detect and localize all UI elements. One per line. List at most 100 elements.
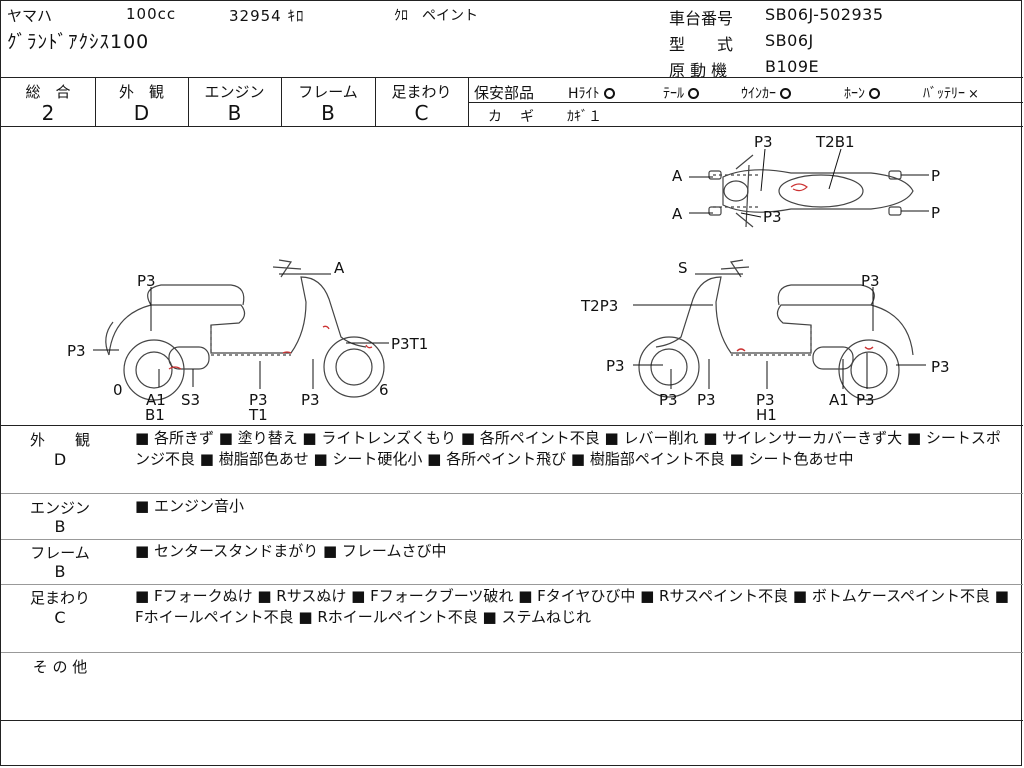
left-view-rear-wheel: [123, 339, 185, 401]
safety-label: 保安部品: [474, 84, 535, 102]
diagram-label: S: [678, 259, 688, 277]
type-label: 型 式: [669, 35, 734, 54]
diagram-label: 0: [113, 381, 123, 399]
type: SB06J: [765, 31, 814, 50]
top-view-body: [722, 169, 914, 213]
diagram-label: A1: [829, 391, 849, 409]
right-view-front-wheel: [638, 336, 700, 398]
top-view-seat: [778, 174, 864, 208]
safety-horn: ﾎｰﾝ: [844, 83, 880, 103]
suspension-section-label: 足まわり: [29, 589, 90, 607]
model-name: ｸﾞﾗﾝﾄﾞｱｸｼｽ100: [7, 31, 150, 53]
top-view-mirror-left: [708, 170, 722, 180]
diagram-label: T2B1: [816, 133, 855, 151]
top-view-mirror-right: [708, 206, 722, 216]
overall-label: 総 合: [25, 83, 71, 101]
left-view-muffler: [168, 346, 210, 370]
key-value: ｶｷﾞ１: [567, 109, 602, 125]
safety-battery: ﾊﾞｯﾃﾘｰ×: [923, 86, 979, 102]
top-view-scooter: [708, 154, 914, 228]
diagram-label: H1: [756, 406, 777, 424]
diagram-label: P3: [856, 391, 875, 409]
frame-grade-label: フレーム: [298, 83, 358, 101]
diagram-label: A: [672, 205, 683, 223]
diagram-label: A: [672, 167, 683, 185]
left-view-front-wheel: [323, 336, 385, 398]
left-view-handlebar: [272, 259, 302, 278]
right-view-rear-wheel: [838, 339, 900, 401]
overall-grade: 2: [41, 101, 55, 125]
engine-section-label: エンジン: [29, 499, 90, 517]
exterior-section-label: 外 観: [29, 431, 90, 449]
diagram-label: P3: [697, 391, 716, 409]
engine-label: 原 動 機: [669, 61, 728, 80]
top-view-handlebar: [735, 154, 754, 228]
damage-mark: [736, 346, 874, 352]
diagram-label: 6: [379, 381, 389, 399]
diagram-label: P3T1: [391, 335, 429, 353]
right-view-body: [655, 276, 914, 356]
exterior-remarks: ■ 各所きず ■ 塗り替え ■ ライトレンズくもり ■ 各所ペイント不良 ■ レ…: [135, 429, 1001, 468]
safety-tail: ﾃｰﾙ: [663, 83, 699, 103]
frame-grade: B: [321, 101, 335, 125]
right-view-scooter: [638, 259, 914, 401]
exterior-grade: D: [133, 101, 150, 125]
exterior-section-grade: D: [53, 450, 67, 469]
diagram-label: P3: [763, 208, 782, 226]
ok-circle-icon: [869, 88, 880, 99]
right-view-muffler: [812, 346, 854, 370]
diagram-label: P3: [756, 391, 775, 409]
mileage: 32954 ｷﾛ: [229, 7, 305, 25]
engine-grade: B: [227, 101, 242, 125]
safety-headlight: Hﾗｲﾄ: [568, 83, 615, 103]
frame-no: SB06J-502935: [765, 5, 884, 24]
engine-code: B109E: [765, 57, 820, 76]
diagram-label: P: [931, 204, 941, 222]
frame-section-grade: B: [54, 562, 66, 581]
diagram-label: A1: [146, 391, 166, 409]
frame-no-label: 車台番号: [669, 9, 734, 28]
diagram-label: P3: [137, 272, 156, 290]
key-label: カ ギ: [488, 109, 536, 125]
diagram-label: B1: [145, 406, 165, 424]
left-view-body: [108, 276, 367, 356]
right-view-leaders: [633, 273, 926, 389]
maker: ヤマハ: [7, 7, 53, 25]
exterior-label: 外 観: [118, 83, 164, 101]
divider: [1, 77, 1023, 78]
diagram-label: P3: [301, 391, 320, 409]
ok-circle-icon: [780, 88, 791, 99]
ok-circle-icon: [603, 88, 615, 99]
left-view-leaders: [93, 273, 389, 389]
damage-mark: [168, 325, 373, 370]
ok-circle-icon: [688, 88, 699, 99]
suspension-grade-label: 足まわり: [391, 83, 452, 101]
diagram-label: S3: [181, 391, 201, 409]
top-view-tail-right: [888, 206, 902, 216]
left-view-seat: [147, 284, 245, 306]
diagram-label: P3: [754, 133, 773, 151]
frame-remarks: ■ センタースタンドまがり ■ フレームさび中: [135, 542, 447, 560]
diagram-label: A: [334, 259, 345, 277]
suspension-remarks: ■ Fフォークぬけ ■ Rサスぬけ ■ Fフォークブーツ破れ ■ Fタイヤひび中…: [135, 587, 1009, 626]
suspension-grade: C: [414, 101, 429, 125]
top-view-leaders: [689, 148, 929, 218]
diagram-label: P3: [861, 272, 880, 290]
suspension-section-grade: C: [54, 608, 66, 627]
other-section-label: そ の 他: [32, 658, 88, 676]
top-view-headlight: [723, 180, 749, 202]
diagram-label: P3: [249, 391, 268, 409]
left-view-scooter: [105, 259, 385, 401]
scooter-diagram: [93, 148, 929, 401]
right-view-seat: [777, 284, 875, 306]
diagram-label: P: [931, 167, 941, 185]
engine-remarks: ■ エンジン音小: [135, 497, 244, 515]
diagram-label: P3: [67, 342, 86, 360]
diagram-label: P3: [931, 358, 950, 376]
color: ｸﾛ ペイント: [394, 8, 478, 24]
diagram-label: T2P3: [581, 297, 619, 315]
damage-mark: [790, 183, 808, 192]
diagram-label: P3: [659, 391, 678, 409]
right-view-handlebar: [720, 259, 750, 278]
